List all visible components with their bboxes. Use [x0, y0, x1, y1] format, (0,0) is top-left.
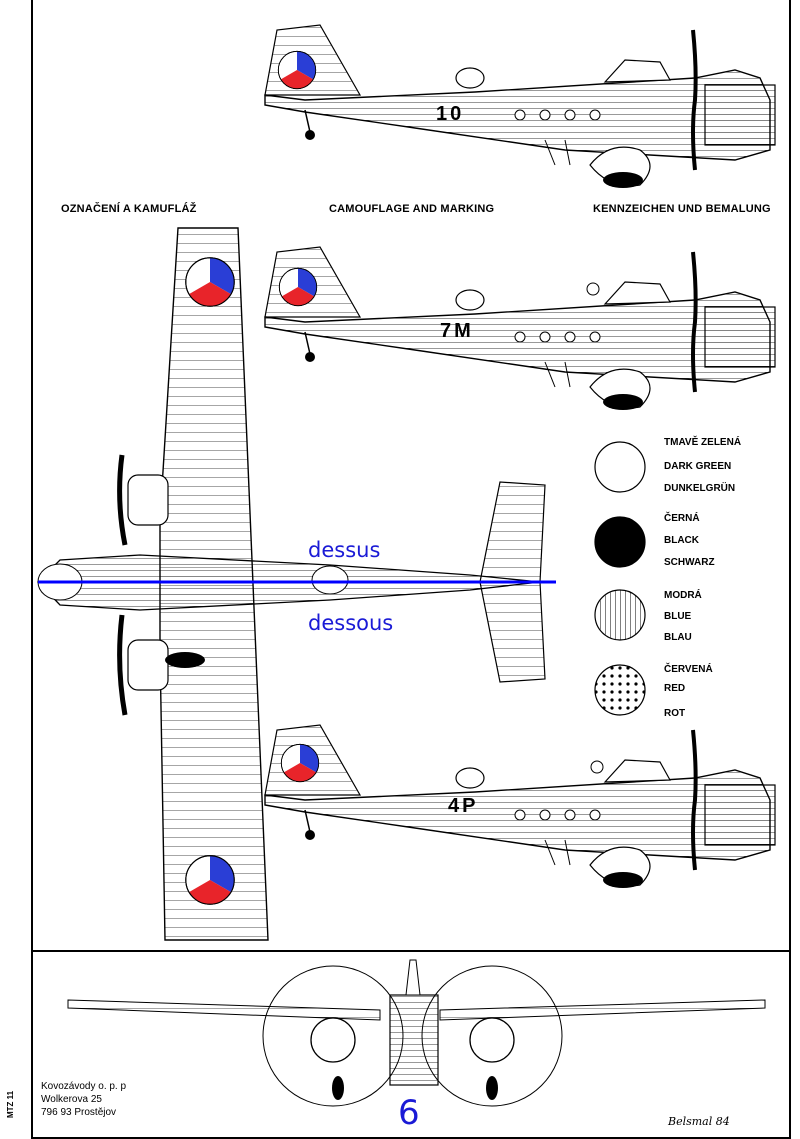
legend-de-0: DUNKELGRÜN [664, 483, 736, 494]
legend-cz-2: MODRÁ [664, 590, 702, 601]
legend-cz-3: ČERVENÁ [664, 664, 713, 675]
page-number: 6 [398, 1093, 420, 1133]
publisher-line-2: Wolkerova 25 [41, 1094, 102, 1105]
aircraft-code-2: 7M [440, 320, 474, 342]
artist-signature: Belsmal 84 [668, 1115, 730, 1128]
legend-en-3: RED [664, 683, 686, 694]
aircraft-code-3: 4P [448, 795, 479, 817]
side-code: MTZ 11 [6, 1090, 15, 1118]
annotation-top: dessus [308, 538, 381, 562]
legend-en-0: DARK GREEN [664, 461, 732, 472]
page-frame [31, 0, 791, 1139]
section-divider [31, 950, 791, 952]
aircraft-code-1: 10 [436, 103, 465, 125]
legend-cz-0: TMAVĚ ZELENÁ [664, 437, 742, 448]
legend-en-1: BLACK [664, 535, 699, 546]
legend-de-3: ROT [664, 708, 686, 719]
header-english: CAMOUFLAGE AND MARKING [329, 203, 495, 215]
legend-en-2: BLUE [664, 611, 692, 622]
legend-de-1: SCHWARZ [664, 557, 715, 568]
publisher-line-1: Kovozávody o. p. p [41, 1081, 127, 1092]
legend-de-2: BLAU [664, 632, 692, 643]
publisher-line-3: 796 93 Prostějov [41, 1107, 117, 1118]
annotation-bottom: dessous [308, 611, 394, 635]
header-german: KENNZEICHEN UND BEMALUNG [593, 203, 771, 215]
header-czech: OZNAČENÍ A KAMUFLÁŽ [61, 203, 197, 215]
publisher-address: Kovozávody o. p. p Wolkerova 25 796 93 P… [41, 1080, 126, 1119]
legend-cz-1: ČERNÁ [664, 513, 700, 524]
